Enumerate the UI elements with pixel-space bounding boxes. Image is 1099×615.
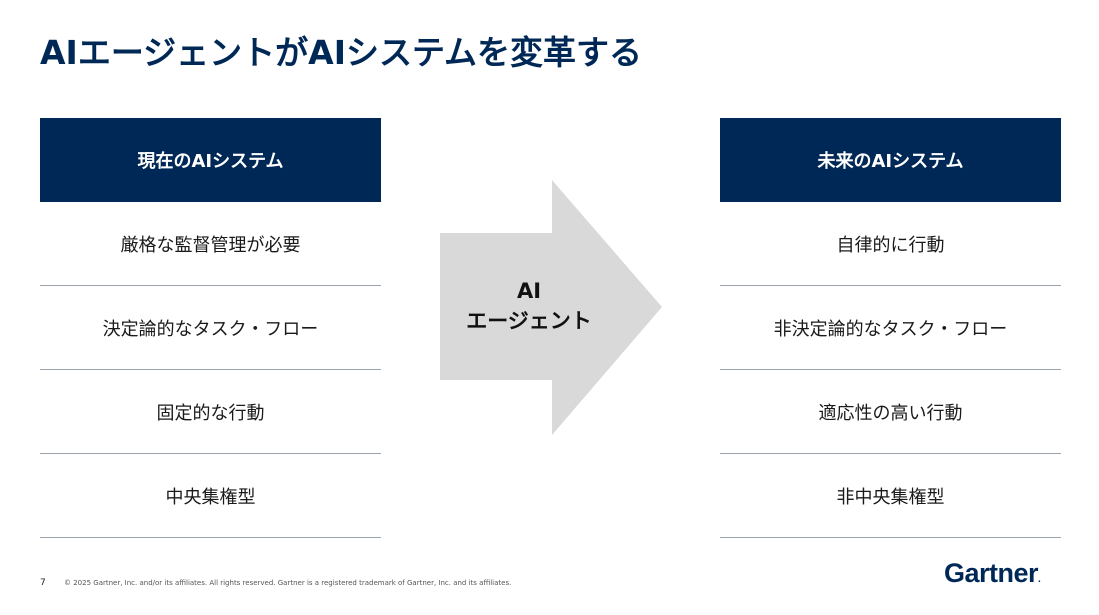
current-item: 中央集権型: [40, 454, 381, 538]
current-ai-systems-header: 現在のAIシステム: [40, 118, 381, 202]
future-item: 非中央集権型: [720, 454, 1061, 538]
current-item: 決定論的なタスク・フロー: [40, 286, 381, 370]
future-item: 適応性の高い行動: [720, 370, 1061, 454]
current-item: 固定的な行動: [40, 370, 381, 454]
future-ai-systems-column: 未来のAIシステム 自律的に行動 非決定論的なタスク・フロー 適応性の高い行動 …: [720, 118, 1061, 538]
transition-arrow-icon: [440, 180, 662, 435]
current-item: 厳格な監督管理が必要: [40, 202, 381, 286]
future-item: 非決定論的なタスク・フロー: [720, 286, 1061, 370]
logo-dot: .: [1038, 574, 1041, 585]
copyright-notice: © 2025 Gartner, Inc. and/or its affiliat…: [64, 579, 512, 587]
arrow-label-line2: エージェント: [466, 309, 592, 333]
arrow-label: AI エージェント: [440, 276, 618, 336]
slide-title: AIエージェントがAIシステムを変革する: [40, 33, 642, 72]
future-item: 自律的に行動: [720, 202, 1061, 286]
future-ai-systems-header: 未来のAIシステム: [720, 118, 1061, 202]
logo-text: Gartner: [944, 558, 1039, 588]
gartner-logo: Gartner.: [944, 558, 1041, 589]
page-number: 7: [40, 578, 46, 588]
arrow-label-line1: AI: [516, 279, 542, 303]
current-ai-systems-column: 現在のAIシステム 厳格な監督管理が必要 決定論的なタスク・フロー 固定的な行動…: [40, 118, 381, 538]
